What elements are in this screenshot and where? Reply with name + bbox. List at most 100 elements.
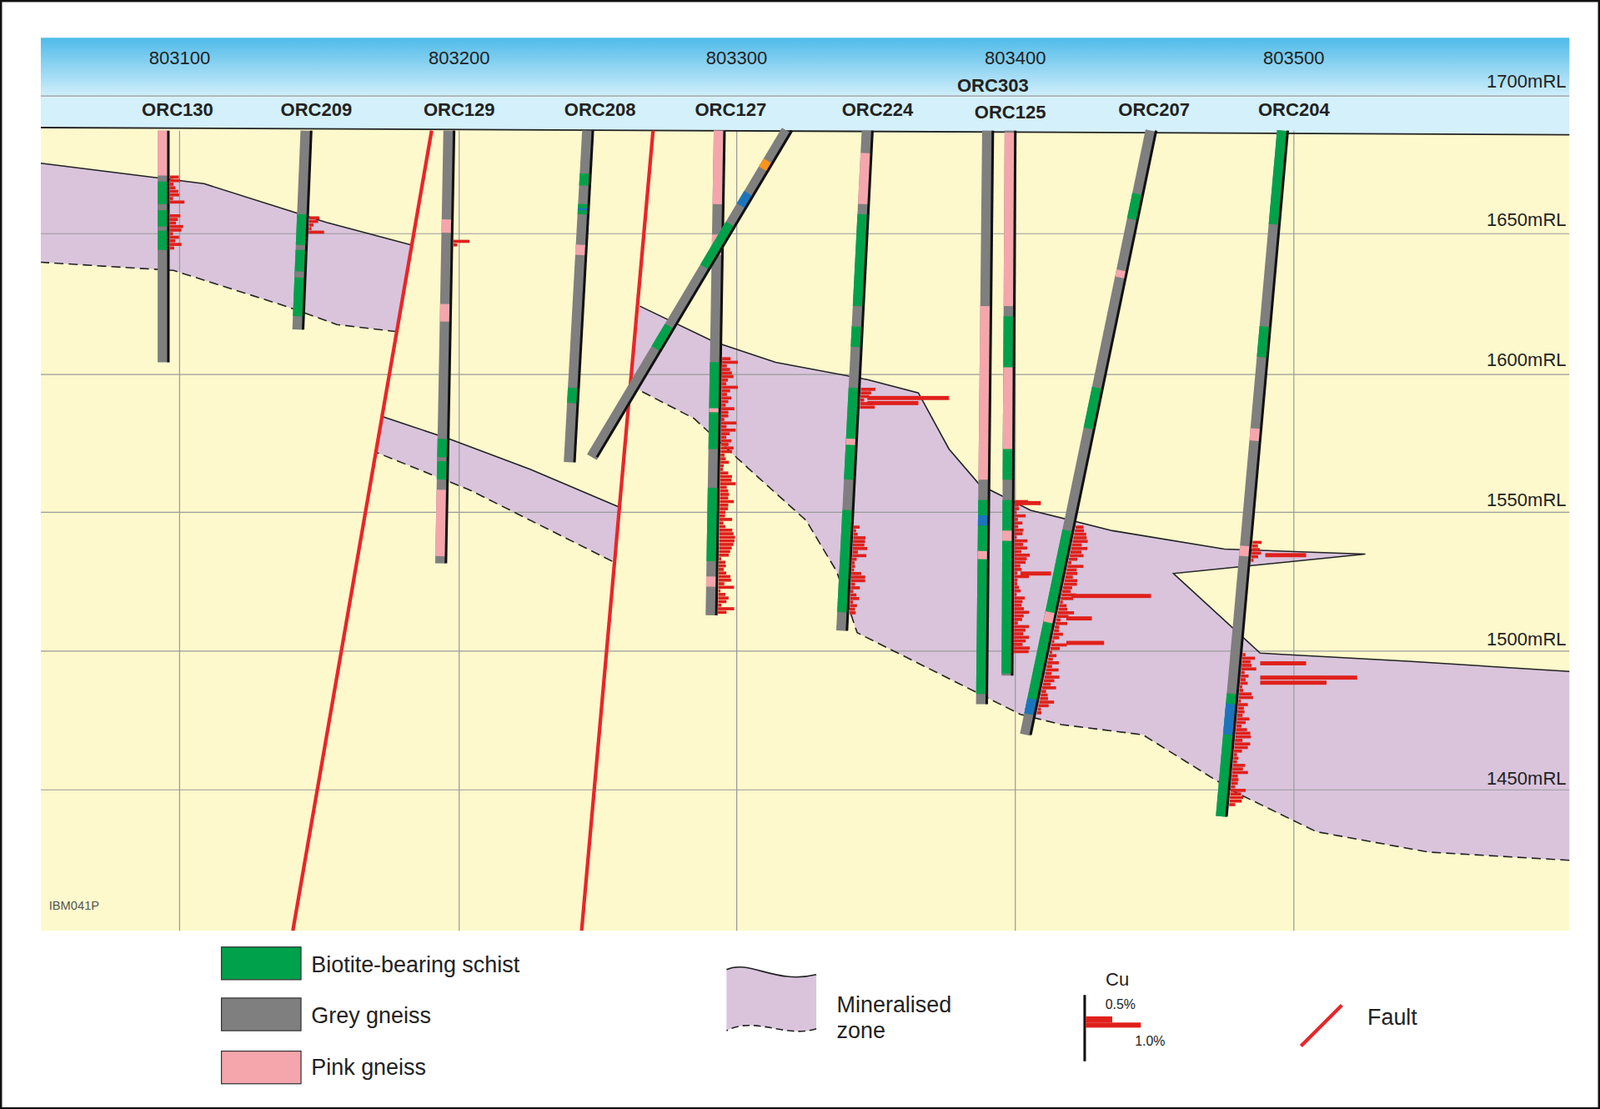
cu-assay-bar bbox=[309, 220, 319, 224]
cu-assay-bar bbox=[719, 503, 728, 507]
legend-label: Cu bbox=[1105, 968, 1129, 990]
cu-assay-bar bbox=[1251, 551, 1261, 555]
lithology-interval bbox=[858, 214, 864, 306]
legend-graphics bbox=[221, 947, 1343, 1084]
cu-assay-bar bbox=[1233, 760, 1238, 764]
cu-assay-bar bbox=[1013, 621, 1019, 625]
cu-assay-bar bbox=[170, 214, 181, 218]
drill-hole bbox=[842, 130, 868, 632]
cu-assay-bar bbox=[1242, 660, 1251, 664]
hole-trace bbox=[574, 130, 593, 463]
lithology-interval bbox=[849, 387, 855, 480]
cu-assay-bar bbox=[1240, 671, 1244, 675]
cu-assay-bar bbox=[170, 179, 181, 183]
cu-assay-bar bbox=[1252, 541, 1262, 545]
cu-assay-bar bbox=[1250, 558, 1254, 562]
cu-assay-bar bbox=[1048, 657, 1054, 662]
cu-assay-bar bbox=[853, 532, 858, 537]
cu-assay-bar bbox=[170, 235, 180, 240]
cu-assay-bar bbox=[170, 225, 184, 229]
ground-surface bbox=[40, 127, 1570, 136]
cu-assay-bar bbox=[1237, 710, 1244, 714]
cu-assay-bar bbox=[1240, 677, 1246, 682]
lithology-interval bbox=[441, 489, 443, 557]
cu-assay-bar bbox=[1015, 501, 1042, 506]
grid-line bbox=[40, 511, 1570, 513]
cu-assay-bar bbox=[1014, 521, 1023, 525]
lithology-interval bbox=[1262, 326, 1265, 358]
cu-assay-bar bbox=[718, 550, 730, 554]
cu-assay-bar bbox=[1013, 614, 1024, 618]
cu-assay-bar bbox=[1013, 635, 1029, 639]
hole-id: ORC224 bbox=[842, 100, 914, 121]
grid-line bbox=[458, 130, 460, 931]
cu-assay-bar bbox=[720, 453, 725, 457]
cu-assay-bar bbox=[1252, 547, 1260, 552]
cu-assay-bar bbox=[719, 511, 726, 515]
cu-assay-bar bbox=[860, 398, 865, 402]
cu-assay-bar bbox=[719, 525, 726, 529]
cu-assay-bar bbox=[1014, 578, 1019, 582]
cu-assay-bar bbox=[1038, 703, 1049, 708]
cu-assay-bar bbox=[722, 367, 731, 372]
cu-assay-bar bbox=[1014, 553, 1030, 557]
cu-assay-bar bbox=[1065, 571, 1078, 576]
cu-assay-bar bbox=[721, 406, 735, 411]
hole-id: ORC130 bbox=[141, 100, 214, 121]
cu-assay-bar bbox=[1238, 696, 1254, 700]
cu-assay-bar bbox=[1236, 724, 1242, 728]
cu-assay-bar bbox=[718, 556, 722, 561]
grid-line bbox=[40, 95, 1570, 96]
cu-assay-bar bbox=[1229, 792, 1241, 796]
cu-assay-bar bbox=[1070, 550, 1082, 554]
grid-line bbox=[40, 789, 1570, 791]
mineralised-zone bbox=[630, 305, 1570, 861]
cu-assay-bar bbox=[1072, 543, 1083, 547]
cu-assay-bar bbox=[1235, 732, 1251, 736]
cu-assay-bar bbox=[851, 575, 866, 579]
cu-assay-bar bbox=[1055, 621, 1068, 626]
cu-assay-bar bbox=[721, 396, 732, 400]
cu-assay-bar bbox=[719, 521, 724, 525]
cu-assay-bar bbox=[850, 596, 860, 601]
cu-assay-bar bbox=[719, 528, 733, 532]
cu-assay-bar bbox=[170, 185, 176, 190]
cu-assay-bar bbox=[1069, 554, 1084, 558]
lithology-interval bbox=[705, 224, 732, 267]
lithology-interval bbox=[713, 361, 716, 449]
cu-assay-bar bbox=[1014, 585, 1020, 589]
cu-assay-bar bbox=[1013, 592, 1017, 597]
cu-assay-bar bbox=[1236, 721, 1246, 725]
cu-assay-bar bbox=[1238, 707, 1244, 711]
legend-swatch-edge bbox=[726, 967, 817, 978]
cu-assay-bar bbox=[720, 475, 733, 479]
cu-assay-bar bbox=[1013, 606, 1024, 611]
legend-swatch bbox=[726, 967, 817, 1032]
cu-assay-bar bbox=[1052, 636, 1059, 640]
header-band bbox=[40, 37, 1570, 97]
cu-assay-bar bbox=[1231, 781, 1239, 785]
cu-assay-bar bbox=[1252, 544, 1259, 548]
cu-assay-bar bbox=[1013, 646, 1030, 650]
cu-assay-bar bbox=[1058, 607, 1068, 612]
cu-assay-bar bbox=[1234, 742, 1251, 746]
cu-assay-bar bbox=[1051, 643, 1068, 648]
cu-assay-bar bbox=[1239, 685, 1243, 689]
cu-assay-bar bbox=[849, 607, 855, 612]
cu-assay-bar bbox=[1014, 531, 1024, 536]
drill-hole bbox=[591, 130, 788, 458]
cu-assay-bar bbox=[852, 539, 865, 543]
cu-assay-bar bbox=[718, 571, 727, 575]
cu-assay-bar bbox=[722, 389, 731, 393]
scale-value: 0.5% bbox=[1105, 997, 1136, 1013]
cu-assay-bar bbox=[851, 579, 866, 583]
lithology-interval bbox=[572, 387, 574, 403]
cu-assay-bar bbox=[717, 596, 728, 600]
cu-assay-bar bbox=[718, 553, 729, 557]
hole-trace bbox=[302, 130, 311, 331]
elevation-label: 1550mRL bbox=[1486, 489, 1567, 511]
cu-assay-bar bbox=[722, 356, 731, 361]
cu-assay-bar bbox=[721, 428, 737, 432]
hole-id: ORC303 bbox=[957, 75, 1029, 96]
